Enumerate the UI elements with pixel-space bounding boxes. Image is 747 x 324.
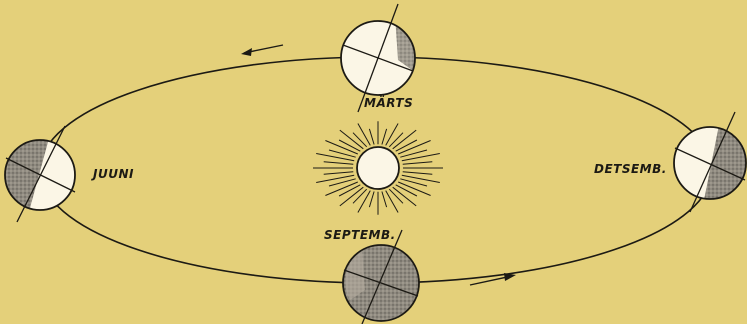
arrow-bottom-right-icon <box>470 273 516 285</box>
sun-ray <box>396 185 417 196</box>
sun-ray <box>369 129 374 145</box>
label-september: SEPTEMB. <box>324 228 396 242</box>
sun-ray <box>403 162 433 165</box>
label-june: JUUNI <box>93 167 134 181</box>
sun-ray <box>402 175 440 182</box>
sun-ray <box>324 162 354 165</box>
sun-ray <box>369 192 374 208</box>
label-march: MÄRTS <box>364 96 413 110</box>
sun-ray <box>358 191 370 213</box>
sun-ray <box>382 192 387 208</box>
label-december: DETSEMB. <box>594 162 667 176</box>
sun-ray <box>324 172 354 175</box>
sun-ray <box>396 140 417 151</box>
earth-september-icon <box>343 230 419 324</box>
sun-ray <box>316 154 354 161</box>
sun-ray <box>386 124 398 146</box>
sun-ray <box>403 172 433 175</box>
arrow-top-left-icon <box>241 45 283 56</box>
sun-ray <box>382 129 387 145</box>
sun-ray <box>386 191 398 213</box>
sun-ray <box>339 140 360 151</box>
sun-ray <box>339 185 360 196</box>
sun-ray <box>402 154 440 161</box>
sun-ray <box>316 175 354 182</box>
sun-ray <box>358 124 370 146</box>
sun-icon <box>313 121 443 215</box>
earth-june-icon <box>0 120 75 230</box>
